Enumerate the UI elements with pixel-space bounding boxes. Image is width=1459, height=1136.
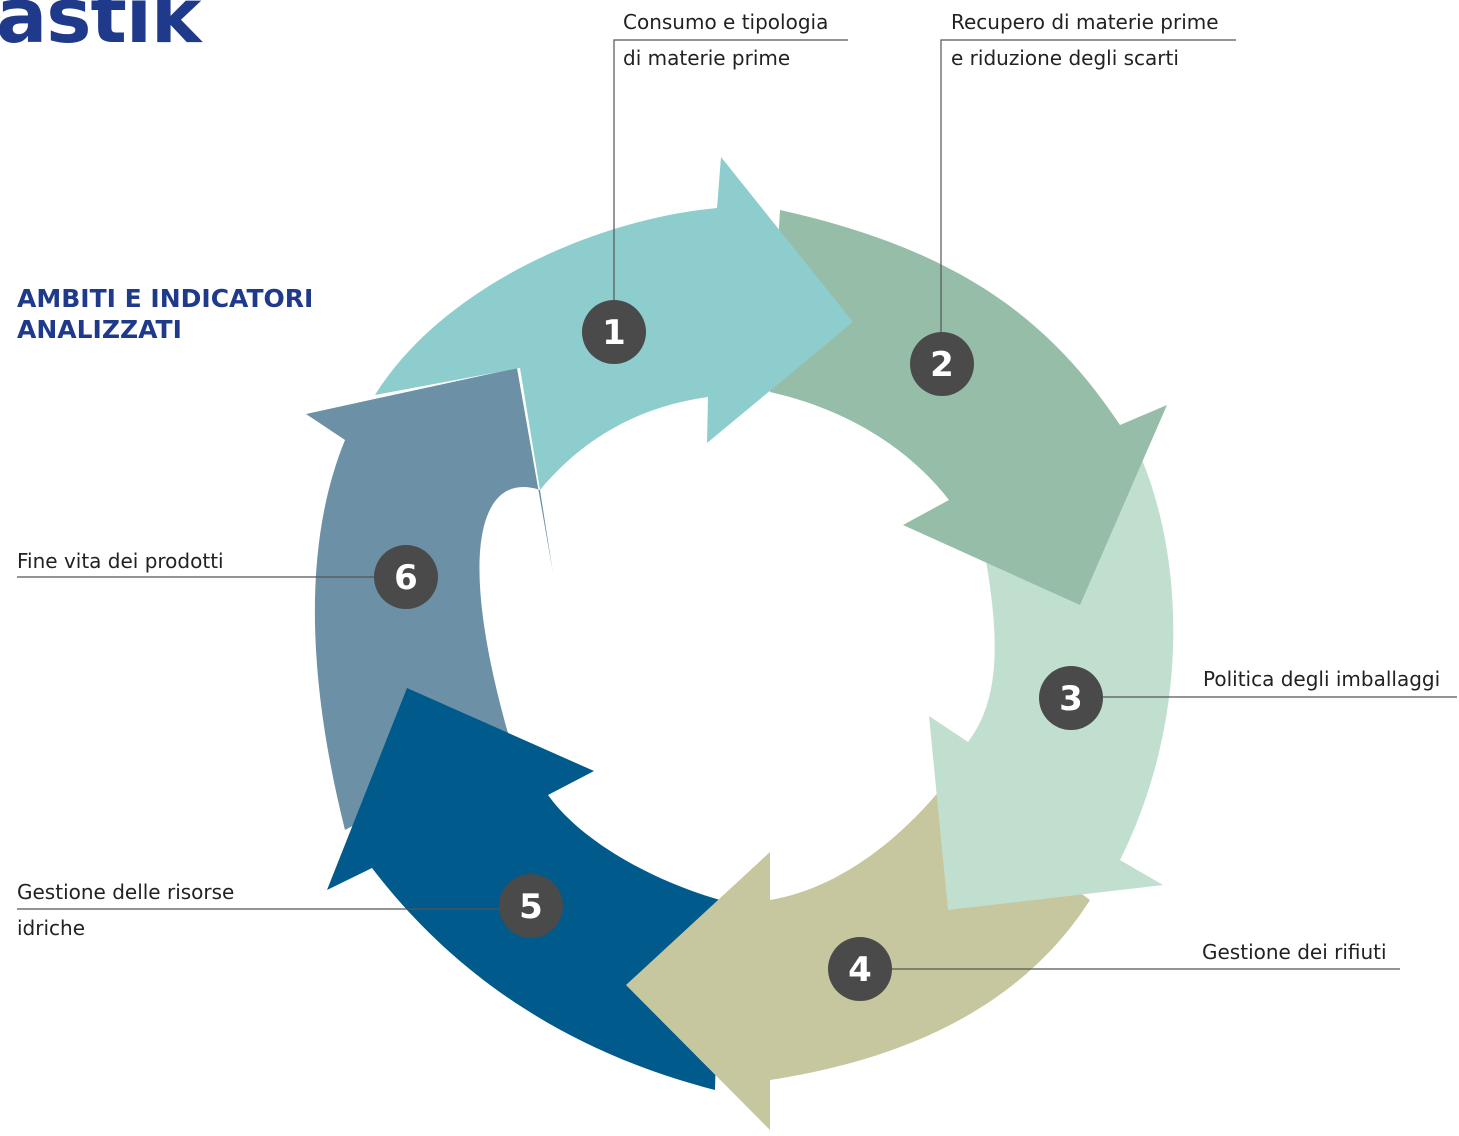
brand-logo-fragment: astik [0,0,201,60]
step-number: 5 [519,887,543,927]
leader-line-1 [613,39,848,330]
step-badge-2: 2 [910,332,974,396]
leader-line-2 [940,39,1236,363]
step-label-1: Consumo e tipologia di materie prime [623,4,828,76]
step-label-1-line-2: di materie prime [623,46,791,70]
step-label-3-line-1: Politica degli imballaggi [1203,667,1441,691]
step-label-4-line-1: Gestione dei rifiuti [1202,940,1387,964]
section-title: AMBITI E INDICATORI ANALIZZATI [17,284,314,344]
step-label-3: Politica degli imballaggi [1203,661,1440,697]
step-badge-6: 6 [374,545,438,609]
step-label-1-line-1: Consumo e tipologia [623,10,829,34]
step-number: 6 [394,558,418,598]
step-label-5-line-1: Gestione delle risorse [17,880,235,904]
cycle-arrow-2 [770,210,1167,605]
step-badge-5: 5 [499,874,563,938]
step-badge-1: 1 [582,300,646,364]
step-label-2-line-1: Recupero di materie prime [951,10,1219,34]
step-badge-4: 4 [828,937,892,1001]
leader-lines [17,39,1457,970]
step-label-5: Gestione delle risorse idriche [17,874,234,946]
step-label-6: Fine vita dei prodotti [17,543,224,579]
step-label-5-line-2: idriche [17,916,86,940]
step-number: 4 [848,950,872,990]
step-label-2: Recupero di materie prime e riduzione de… [951,4,1219,76]
step-badge-3: 3 [1039,666,1103,730]
step-label-2-line-2: e riduzione degli scarti [951,46,1179,70]
step-number: 3 [1059,679,1083,719]
step-number: 2 [930,345,954,385]
step-label-6-line-1: Fine vita dei prodotti [17,549,224,573]
cycle-arrow-6 [306,368,553,830]
step-label-4: Gestione dei rifiuti [1202,934,1387,970]
step-number: 1 [602,313,626,353]
